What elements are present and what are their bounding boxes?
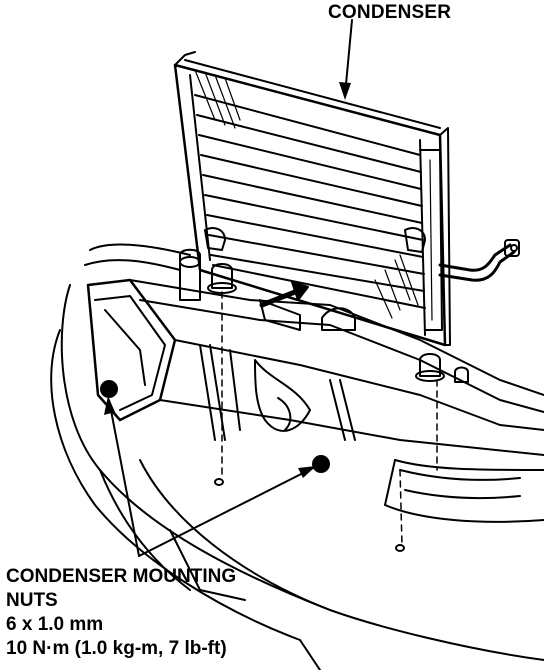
condenser-label: CONDENSER (328, 2, 452, 23)
mounting-nuts-callout: CONDENSER MOUNTING NUTS 6 x 1.0 mm 10 N·… (6, 565, 236, 661)
left-headlight-panel (86, 278, 177, 422)
torque-spec: 10 N·m (1.0 kg-m, 7 lb-ft) (6, 638, 227, 659)
mounting-nut-left (100, 380, 118, 398)
mounting-nut-right (312, 455, 330, 473)
mounting-nuts (100, 380, 330, 473)
removal-arrow (259, 281, 309, 308)
mounting-nuts-label-line2: NUTS (6, 590, 58, 611)
condenser (173, 51, 520, 347)
leader-lines (108, 19, 353, 557)
lower-mount-holes (214, 478, 405, 552)
bolt-size-spec: 6 x 1.0 mm (6, 614, 104, 635)
bumper-outline (50, 243, 544, 670)
alignment-guides (221, 291, 438, 546)
mounting-nuts-label-line1: CONDENSER MOUNTING (6, 566, 237, 587)
leader-arrowheads (104, 82, 351, 478)
